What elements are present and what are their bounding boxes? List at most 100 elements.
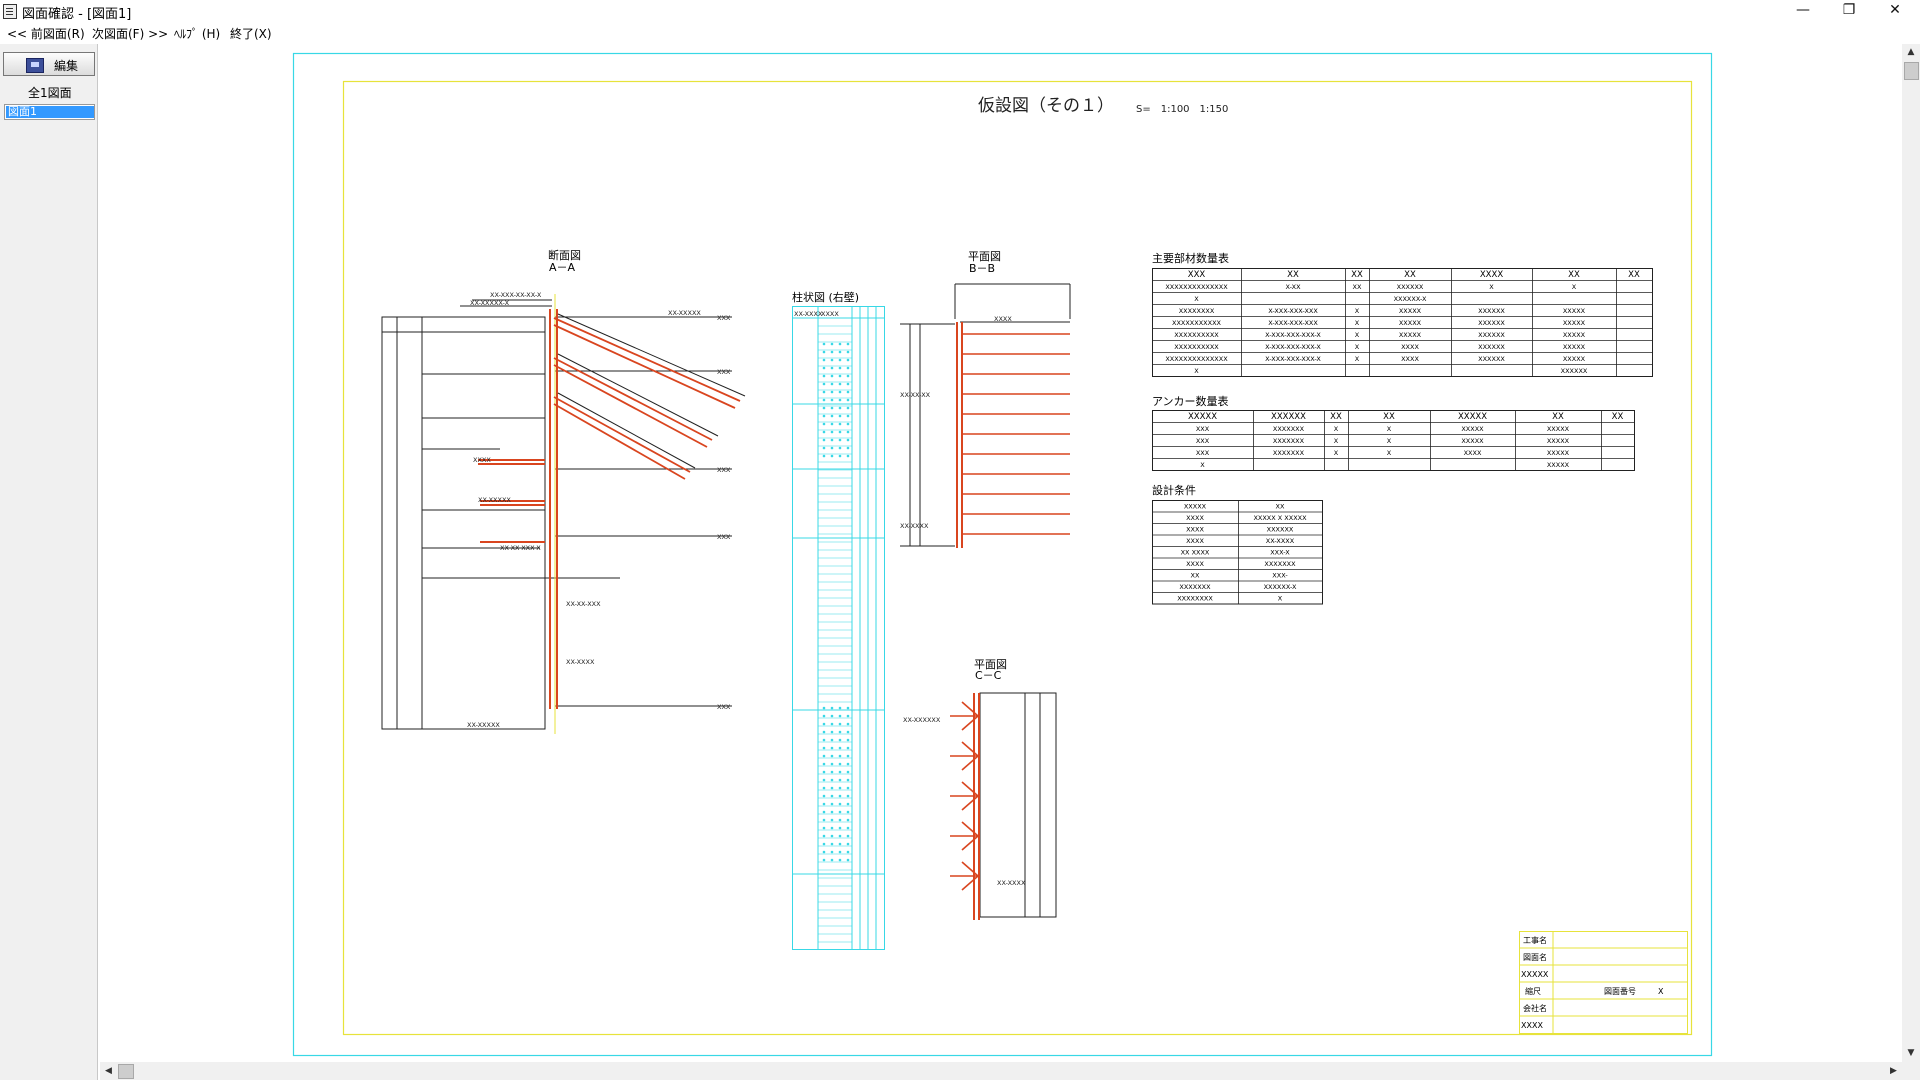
title-bar: 図面確認 - [図面1] — ❐ ✕ — [0, 0, 1920, 22]
ground-anchors — [553, 317, 741, 480]
table-cell: X — [1387, 437, 1392, 445]
column-chart-title: 柱状図 (右壁) — [792, 290, 859, 304]
table-cell: X-XX — [1285, 283, 1301, 291]
table-cell: XXXXX — [1563, 331, 1586, 339]
table-cell: X — [1200, 461, 1205, 469]
svg-text:XX-XXXXX-X: XX-XXXXX-X — [470, 299, 510, 307]
horizontal-scroll-thumb[interactable] — [118, 1064, 134, 1079]
table-cell: X — [1355, 307, 1360, 315]
edit-button-label: 編集 — [54, 59, 79, 73]
drawing-canvas[interactable]: 仮設図（その１） S= 1:100 1:150 断面図 A－A — [100, 44, 1902, 1062]
scroll-left-arrow-icon[interactable]: ◀ — [105, 1066, 112, 1076]
table-cell: XXXXXX — [1397, 283, 1424, 291]
table-cell: X — [1355, 343, 1360, 351]
table-header-cell: XXXXXX — [1271, 412, 1306, 422]
svg-text:XX-XXXX: XX-XXXX — [566, 658, 595, 666]
svg-text:XXXX: XXXX — [821, 310, 839, 318]
svg-text:XXXX: XXXX — [473, 456, 491, 464]
figure-list-item[interactable]: 図面1 — [6, 106, 94, 118]
plan-bb-title: 平面図 — [968, 250, 1001, 263]
svg-text:XXX: XXX — [717, 314, 731, 322]
svg-text:XXXX: XXXX — [1521, 1021, 1543, 1030]
close-button[interactable]: ✕ — [1889, 2, 1901, 18]
horizontal-scrollbar[interactable]: ◀ ▶ — [100, 1062, 1902, 1080]
table-cell: X-XXX-XXX-XXX — [1268, 307, 1318, 315]
table-cell: XXXXX — [1461, 437, 1484, 445]
table-header-cell: XX — [1628, 270, 1640, 280]
outer-sheet-border — [292, 52, 1713, 1057]
vertical-scrollbar[interactable]: ▲ ▼ — [1902, 44, 1920, 1062]
table-header-cell: XX — [1330, 412, 1342, 422]
scroll-down-arrow-icon[interactable]: ▼ — [1907, 1048, 1915, 1058]
table-cell: X — [1387, 449, 1392, 457]
section-aa-subtitle: A－A — [549, 261, 576, 274]
table-cell: XXXXXXX — [1264, 560, 1296, 568]
table-cell: X-XXX-XXX-XXX-X — [1265, 331, 1321, 339]
table-cell: XXXXXXXXXXX — [1172, 319, 1222, 327]
table-cell: XXXXX — [1547, 437, 1570, 445]
materials-table-title: 主要部材数量表 — [1152, 251, 1229, 265]
table-cell: XXXXXXXXXX — [1174, 331, 1219, 339]
edit-button[interactable]: 編集 — [3, 52, 95, 76]
drawing-title: 仮設図（その１） — [978, 96, 1114, 116]
menu-help[interactable]: ﾍﾙﾌﾟ (H) — [174, 27, 221, 41]
restore-button[interactable]: ❐ — [1842, 2, 1856, 18]
table-cell: XXXXXX — [1478, 343, 1505, 351]
table-cell: XXXXXXXXXX — [1174, 343, 1219, 351]
table-header-cell: XXX — [1188, 270, 1206, 280]
table-cell: XXXXXX — [1478, 355, 1505, 363]
boring-column-chart: 柱状図 (右壁) XX-XXXX XXXX — [792, 290, 885, 950]
plan-cc-subtitle: C－C — [975, 669, 1002, 682]
svg-text:XX-XXXX: XX-XXXX — [794, 310, 823, 318]
section-aa-title: 断面図 — [548, 248, 581, 262]
table-cell: XX — [1276, 503, 1285, 511]
table-cell: XXXXXX — [1267, 526, 1294, 534]
anchor-outlines — [557, 313, 746, 469]
table-cell: X-XXX-XXX-XXX-X — [1265, 343, 1321, 351]
menu-prev-drawing[interactable]: << 前図面(R) — [7, 27, 85, 41]
figure-list[interactable]: 図面1 — [4, 104, 95, 120]
table-cell: XXXXXXX — [1273, 437, 1305, 445]
menu-next-drawing[interactable]: 次図面(F) >> — [92, 27, 169, 41]
scroll-up-arrow-icon[interactable]: ▲ — [1907, 47, 1915, 57]
title-block-drawing-no: 図面番号 — [1604, 986, 1636, 996]
table-cell: XXXXXXXX — [1177, 595, 1213, 603]
table-cell: XX — [1353, 283, 1362, 291]
vertical-scroll-thumb[interactable] — [1904, 62, 1919, 80]
table-cell: X — [1334, 437, 1339, 445]
table-cell: X — [1572, 283, 1577, 291]
table-cell: XXX — [1196, 437, 1210, 445]
table-cell: X — [1489, 283, 1494, 291]
title-block — [1519, 931, 1688, 1034]
table-cell: X — [1355, 355, 1360, 363]
table-cell: XXXX — [1401, 355, 1419, 363]
table-cell: X — [1194, 367, 1199, 375]
section-dimension-labels: XX-XXX-XX-XX-X XX-XXXXX-X XX-XXXXX XXXX … — [467, 291, 731, 729]
minimize-button[interactable]: — — [1796, 2, 1810, 18]
svg-text:XX-XXXXX: XX-XXXXX — [668, 309, 701, 317]
table-cell: XXXXXXXXXXXXXX — [1165, 355, 1228, 363]
svg-text:XXXX: XXXX — [994, 315, 1012, 323]
table-cell: XXXXXXXX — [1179, 307, 1215, 315]
menu-exit[interactable]: 終了(X) — [230, 27, 272, 41]
table-cell: XXXXXXXXXXXXXX — [1165, 283, 1228, 291]
table-cell: XXXXXX — [1478, 331, 1505, 339]
table-header-cell: XXXXX — [1458, 412, 1487, 422]
svg-text:XX-XXXXX: XX-XXXXX — [467, 721, 500, 729]
svg-text:X: X — [1658, 987, 1664, 996]
svg-text:XXXXX: XXXXX — [1521, 970, 1549, 979]
table-cell: XX-XXXX — [1266, 537, 1295, 545]
title-block-scale: 縮尺 — [1525, 986, 1541, 996]
table-header-cell: XX — [1568, 270, 1580, 280]
svg-text:XX-XXXXX: XX-XXXXX — [478, 496, 511, 504]
svg-text:XXX: XXX — [717, 703, 731, 711]
scroll-right-arrow-icon[interactable]: ▶ — [1890, 1066, 1897, 1076]
plan-cc-drawing: 平面図 C－C XX-XXXXXX XX-XXXX — [903, 658, 1057, 920]
table-cell: XXXXX — [1461, 425, 1484, 433]
table-cell: X — [1355, 319, 1360, 327]
table-cell: X — [1355, 331, 1360, 339]
table-cell: XXXX — [1186, 526, 1204, 534]
table-cell: XXXXX — [1399, 331, 1422, 339]
